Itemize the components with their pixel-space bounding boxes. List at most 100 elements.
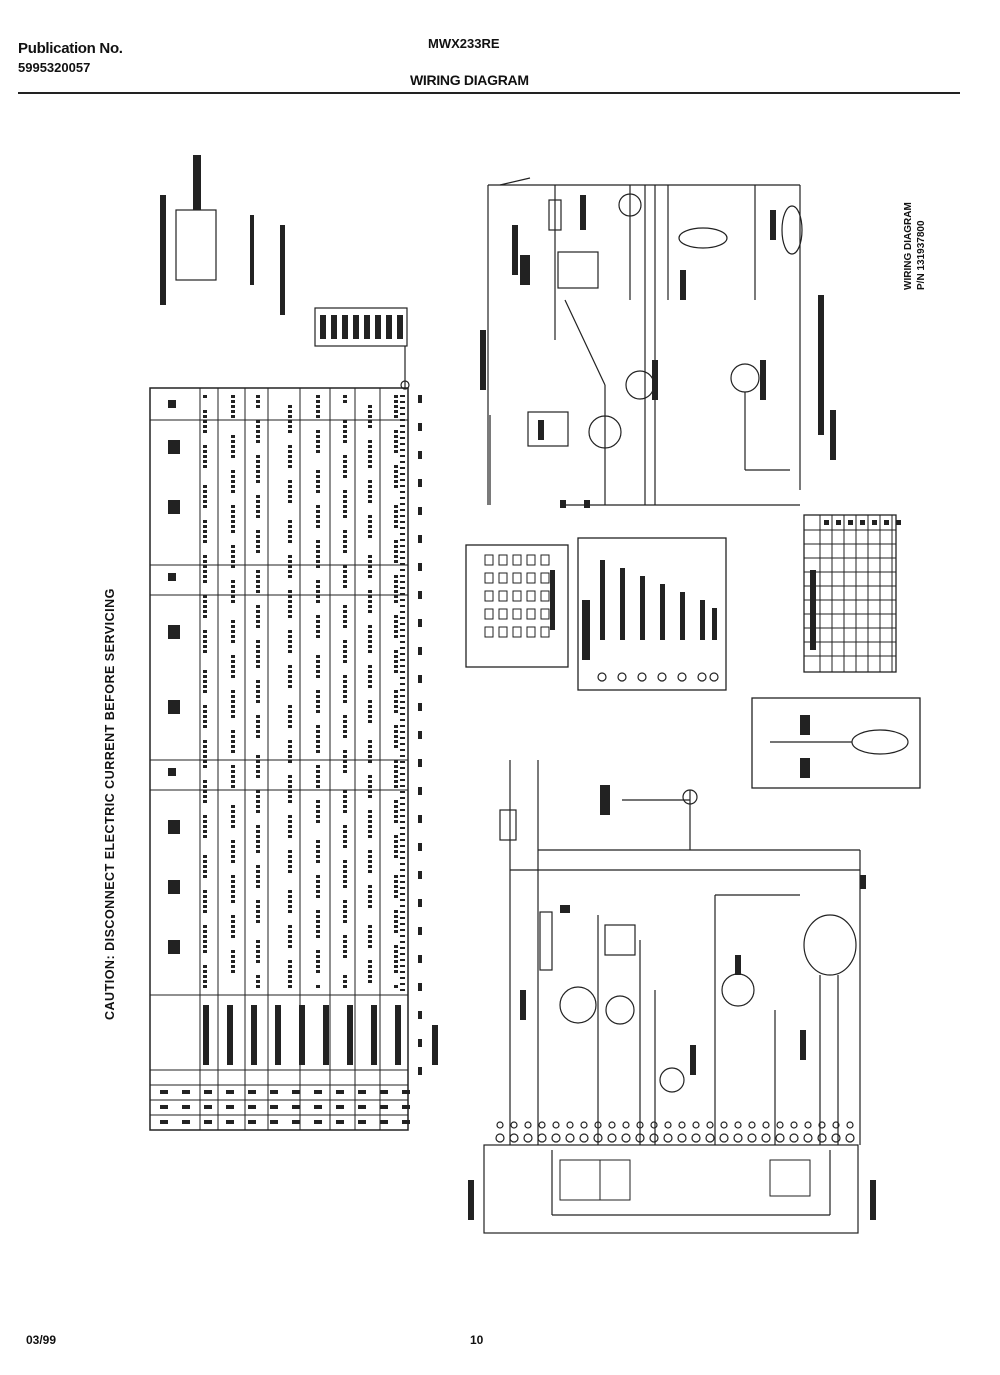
chart-increment-mark	[400, 875, 405, 877]
chart-cell-mark	[256, 690, 260, 693]
chart-column-header	[395, 1005, 401, 1065]
terminal-circle	[706, 1121, 714, 1129]
connector-pin	[484, 590, 494, 602]
chart-increment-mark	[400, 719, 405, 721]
chart-cell-mark	[368, 815, 372, 818]
chart-increment-mark	[400, 605, 405, 607]
chart-cell-mark	[343, 545, 347, 548]
terminal-circle	[510, 1121, 518, 1129]
chart-cell-mark	[316, 910, 320, 913]
terminal-circle	[621, 1133, 631, 1143]
chart-cell-mark	[394, 800, 398, 803]
chart-cell-mark	[316, 875, 320, 878]
chart-cell-mark	[231, 735, 235, 738]
chart-cell-mark	[316, 935, 320, 938]
chart-cell-mark	[343, 825, 347, 828]
terminal-circle	[733, 1133, 743, 1143]
component-label	[652, 360, 658, 400]
chart-cell-mark	[394, 635, 398, 638]
chart-cell-mark	[394, 690, 398, 693]
chart-cell-mark	[368, 930, 372, 933]
component-label	[860, 875, 866, 889]
chart-cell-mark	[368, 865, 372, 868]
chart-cell-mark	[368, 650, 372, 653]
chart-cell-mark	[288, 715, 292, 718]
chart-cell-mark	[288, 610, 292, 613]
ground-terminal	[682, 789, 698, 805]
model-number: MWX233RE	[428, 36, 500, 51]
chart-cell-mark	[368, 850, 372, 853]
chart-footer-mark	[358, 1105, 366, 1109]
chart-increment-mark	[400, 755, 405, 757]
chart-cell-mark	[203, 890, 207, 893]
chart-cell-mark	[343, 800, 347, 803]
chart-footer-mark	[270, 1105, 278, 1109]
chart-cell-mark	[203, 605, 207, 608]
chart-right-mark	[418, 619, 422, 627]
chart-cell-mark	[256, 945, 260, 948]
chart-cell-mark	[394, 925, 398, 928]
chart-cell-mark	[203, 445, 207, 448]
chart-cell-mark	[343, 900, 347, 903]
chart-cell-mark	[288, 725, 292, 728]
chart-cell-mark	[343, 690, 347, 693]
chart-cell-mark	[394, 580, 398, 583]
chart-footer-mark	[402, 1105, 410, 1109]
terminal-circle	[537, 1133, 547, 1143]
chart-cell-mark	[256, 880, 260, 883]
component-label	[580, 195, 586, 230]
chart-cell-mark	[368, 905, 372, 908]
terminal-circle	[538, 1121, 546, 1129]
chart-cell-mark	[343, 650, 347, 653]
chart-cell-mark	[316, 485, 320, 488]
connector-pin	[540, 554, 550, 566]
chart-cell-mark	[203, 450, 207, 453]
chart-cell-mark	[288, 570, 292, 573]
chart-cell-mark	[316, 950, 320, 953]
chart-cell-mark	[231, 580, 235, 583]
chart-cell-mark	[316, 965, 320, 968]
chart-cell-mark	[368, 640, 372, 643]
chart-cell-mark	[316, 690, 320, 693]
chart-cell-mark	[203, 900, 207, 903]
chart-cell-mark	[394, 840, 398, 843]
chart-cell-mark	[288, 555, 292, 558]
component-label	[520, 255, 530, 285]
chart-cell-mark	[394, 770, 398, 773]
main-switch	[499, 177, 531, 186]
chart-cell-mark	[316, 855, 320, 858]
chart-cell-mark	[343, 840, 347, 843]
connector-pin	[526, 626, 536, 638]
chart-cell-mark	[231, 715, 235, 718]
chart-cell-mark	[394, 785, 398, 788]
timer-key-box	[175, 209, 217, 281]
chart-cell-mark	[203, 905, 207, 908]
chart-cell-mark	[343, 440, 347, 443]
chart-cell-mark	[203, 980, 207, 983]
chart-footer-mark	[160, 1120, 168, 1124]
chart-increment-mark	[400, 467, 405, 469]
chart-cell-mark	[316, 725, 320, 728]
chart-cell-mark	[203, 705, 207, 708]
chart-cell-mark	[256, 940, 260, 943]
chart-cell-mark	[343, 765, 347, 768]
chart-cell-mark	[203, 580, 207, 583]
chart-cell-mark	[231, 935, 235, 938]
chart-cell-mark	[203, 790, 207, 793]
chart-cell-mark	[203, 575, 207, 578]
chart-cell-mark	[394, 590, 398, 593]
chart-increment-mark	[400, 863, 405, 865]
chart-cell-mark	[288, 775, 292, 778]
connector-pin	[484, 572, 494, 584]
chart-cell-mark	[394, 670, 398, 673]
chart-cell-mark	[231, 895, 235, 898]
chart-cell-mark	[368, 965, 372, 968]
chart-cell-mark	[368, 975, 372, 978]
chart-cell-mark	[231, 965, 235, 968]
chart-cell-mark	[288, 910, 292, 913]
terminal-circle	[663, 1133, 673, 1143]
chart-cell-mark	[316, 525, 320, 528]
connector-pin	[498, 554, 508, 566]
board-label	[468, 1180, 474, 1220]
